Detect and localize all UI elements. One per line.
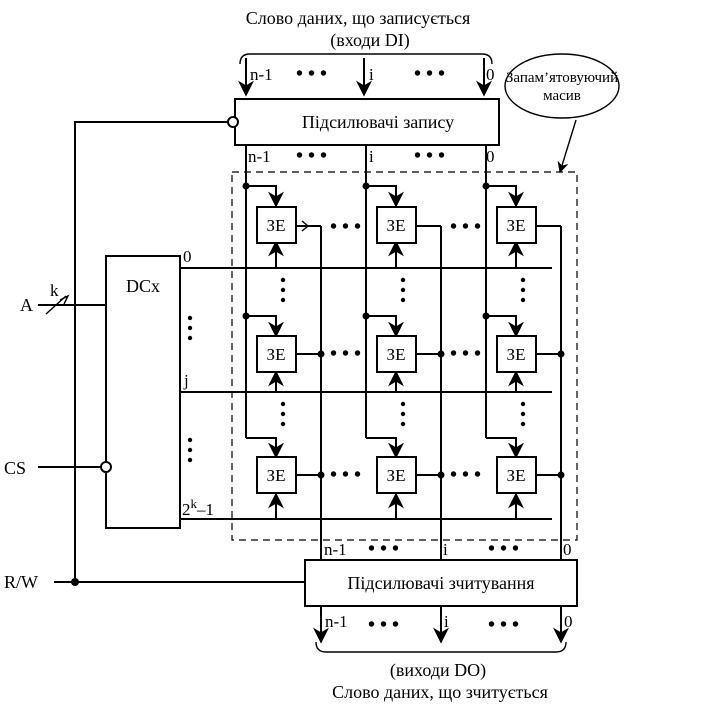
bottom-title-line1: (виходи DO) bbox=[390, 660, 486, 681]
memory-array-label-line2: масив bbox=[543, 88, 581, 104]
do-label-mid: i bbox=[444, 612, 449, 631]
wa-out-label-msb: n-1 bbox=[248, 147, 271, 166]
svg-text:ЗЕ: ЗЕ bbox=[387, 466, 406, 485]
address-input-label: A bbox=[20, 295, 33, 315]
svg-text:ЗЕ: ЗЕ bbox=[507, 216, 526, 235]
row-label-last: 2k–1 bbox=[182, 496, 214, 519]
svg-text:• • •: • • • bbox=[330, 216, 361, 238]
write-amplifiers-label: Підсилювачі запису bbox=[302, 112, 454, 132]
memory-array-boundary bbox=[231, 171, 578, 541]
do-ellipsis-right: • • • bbox=[488, 614, 519, 636]
svg-text:• • •: • • • bbox=[450, 464, 481, 486]
cs-input-label: CS bbox=[4, 458, 26, 478]
top-brace bbox=[239, 53, 493, 65]
write-amplifiers-box bbox=[234, 98, 500, 146]
wa-out-ellipsis-left: • • • bbox=[296, 145, 327, 167]
write-bit-lines bbox=[242, 145, 524, 459]
bottom-title-line2: Слово даних, що зчитується bbox=[332, 682, 548, 702]
decoder-label: DCx bbox=[126, 276, 160, 296]
ra-in-ellipsis-left: • • • bbox=[368, 538, 399, 560]
horizontal-ellipses: • • • • • • • • • • • • • • • • • • bbox=[330, 216, 481, 486]
read-amplifiers-label: Підсилювачі зчитування bbox=[347, 573, 534, 593]
top-title-line2: (входи DI) bbox=[330, 30, 410, 51]
di-label-msb: n-1 bbox=[250, 65, 273, 84]
memory-array-label-line1: Запам’ятовуючий bbox=[506, 70, 618, 86]
bottom-brace bbox=[315, 641, 567, 653]
wa-out-label-lsb: 0 bbox=[486, 147, 495, 166]
di-label-lsb: 0 bbox=[486, 65, 495, 84]
cell-rj-c2: ЗЕ bbox=[496, 335, 537, 373]
memory-array-ellipse bbox=[504, 53, 620, 119]
read-bit-lines bbox=[296, 225, 565, 560]
rw-input-label: R/W bbox=[4, 572, 38, 592]
cell-rlast-c0: ЗЕ bbox=[256, 456, 297, 494]
word-lines bbox=[180, 240, 552, 520]
svg-text:ЗЕ: ЗЕ bbox=[267, 466, 286, 485]
svg-text:• • •: • • • bbox=[330, 343, 361, 365]
di-ellipsis-right: • • • bbox=[414, 63, 445, 85]
cell-rj-c0: ЗЕ bbox=[256, 335, 297, 373]
cell-r0-c0: ЗЕ bbox=[256, 206, 310, 244]
do-label-lsb: 0 bbox=[564, 612, 573, 631]
ra-in-ellipsis-right: • • • bbox=[488, 538, 519, 560]
row-label-first: 0 bbox=[183, 247, 192, 266]
read-amplifiers-box bbox=[304, 559, 578, 607]
cell-r0-c1: ЗЕ bbox=[376, 206, 417, 244]
write-enable-inversion-circle bbox=[227, 116, 239, 128]
ra-in-label-mid: i bbox=[443, 540, 448, 559]
wa-out-ellipsis-right: • • • bbox=[414, 145, 445, 167]
svg-text:ЗЕ: ЗЕ bbox=[267, 345, 286, 364]
ra-in-label-msb: n-1 bbox=[324, 540, 347, 559]
svg-text:ЗЕ: ЗЕ bbox=[267, 216, 286, 235]
di-ellipsis-left: • • • bbox=[296, 63, 327, 85]
row-label-mid: j bbox=[183, 371, 189, 390]
cell-r0-c2: ЗЕ bbox=[496, 206, 537, 244]
address-width-label: k bbox=[50, 281, 59, 300]
di-label-mid: i bbox=[369, 65, 374, 84]
svg-text:ЗЕ: ЗЕ bbox=[507, 345, 526, 364]
svg-text:ЗЕ: ЗЕ bbox=[387, 345, 406, 364]
vertical-ellipses bbox=[187, 277, 526, 463]
decoder-box bbox=[105, 255, 181, 529]
svg-text:ЗЕ: ЗЕ bbox=[387, 216, 406, 235]
cell-rj-c1: ЗЕ bbox=[376, 335, 417, 373]
ra-in-label-lsb: 0 bbox=[563, 540, 572, 559]
cell-rlast-c2: ЗЕ bbox=[496, 456, 537, 494]
do-ellipsis-left: • • • bbox=[368, 614, 399, 636]
memory-array-pointer bbox=[557, 119, 577, 174]
svg-text:ЗЕ: ЗЕ bbox=[507, 466, 526, 485]
top-title-line1: Слово даних, що записується bbox=[246, 8, 471, 28]
svg-text:• • •: • • • bbox=[450, 216, 481, 238]
wa-out-label-mid: i bbox=[369, 147, 374, 166]
rw-to-write-amps bbox=[74, 121, 228, 582]
svg-text:• • •: • • • bbox=[450, 343, 481, 365]
do-label-msb: n-1 bbox=[325, 612, 348, 631]
svg-text:• • •: • • • bbox=[330, 464, 361, 486]
cell-rlast-c1: ЗЕ bbox=[376, 456, 417, 494]
cs-inversion-circle bbox=[100, 461, 112, 473]
